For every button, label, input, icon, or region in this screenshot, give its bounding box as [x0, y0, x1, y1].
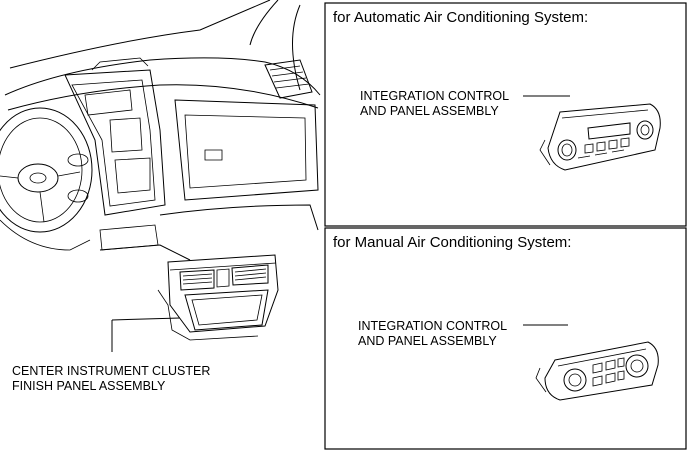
automatic-part-label-line2: AND PANEL ASSEMBLY [360, 104, 499, 118]
dashboard-illustration [0, 0, 321, 261]
manual-control-unit [535, 341, 659, 401]
automatic-ac-panel [324, 2, 687, 227]
cluster-label-line1: CENTER INSTRUMENT CLUSTER [12, 364, 210, 378]
center-cluster-finish-panel [157, 254, 279, 341]
manual-part-label-line1: INTEGRATION CONTROL [358, 319, 507, 333]
automatic-control-unit [539, 103, 661, 171]
automatic-part-label-line1: INTEGRATION CONTROL [360, 89, 509, 103]
automatic-ac-title: for Automatic Air Conditioning System: [333, 9, 588, 26]
manual-ac-title: for Manual Air Conditioning System: [333, 234, 571, 251]
cluster-label-line2: FINISH PANEL ASSEMBLY [12, 379, 166, 393]
manual-ac-panel [324, 227, 687, 450]
manual-part-label-line2: AND PANEL ASSEMBLY [358, 334, 497, 348]
cluster-leader-line-horizontal [111, 317, 181, 321]
